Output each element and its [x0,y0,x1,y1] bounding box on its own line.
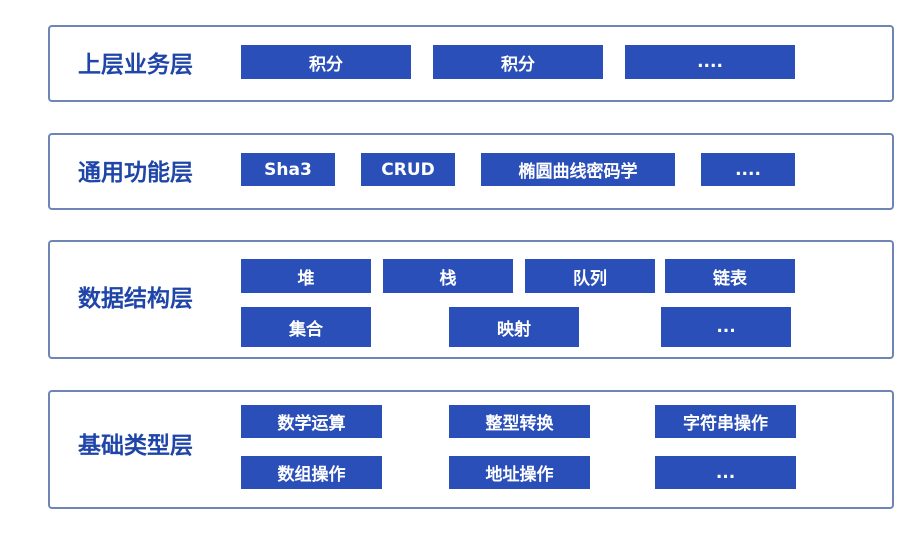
layer-title-business: 上层业务层 [78,52,193,78]
layer-title-common-functions: 通用功能层 [78,160,193,186]
ds-box-heap: 堆 [241,259,371,293]
ds-box-stack: 栈 [383,259,513,293]
ds-box-linked-list: 链表 [665,259,795,293]
ds-box-more: ... [661,307,791,347]
function-box-more: .... [701,153,795,186]
function-box-elliptic-curve: 椭圆曲线密码学 [481,153,675,186]
basic-box-array-ops: 数组操作 [241,456,382,489]
business-box-points-1: 积分 [241,45,411,79]
business-box-points-2: 积分 [433,45,603,79]
basic-box-int-convert: 整型转换 [449,405,590,438]
business-box-more: .... [625,45,795,79]
basic-box-string-ops: 字符串操作 [655,405,796,438]
ds-box-map: 映射 [449,307,579,347]
function-box-sha3: Sha3 [241,153,335,186]
basic-box-more: ... [655,456,796,489]
layer-title-data-structures: 数据结构层 [78,286,193,312]
basic-box-address-ops: 地址操作 [449,456,590,489]
function-box-crud: CRUD [361,153,455,186]
layer-title-basic-types: 基础类型层 [78,433,193,459]
ds-box-set: 集合 [241,307,371,347]
basic-box-math: 数学运算 [241,405,382,438]
ds-box-queue: 队列 [525,259,655,293]
